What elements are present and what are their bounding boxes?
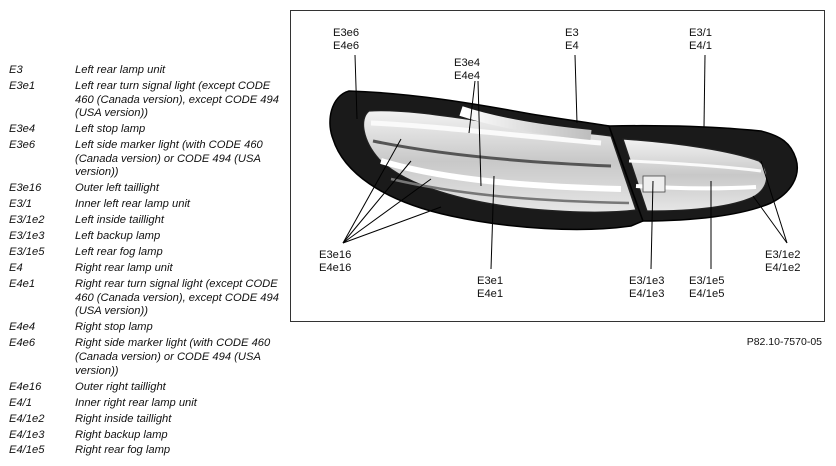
legend-row: E4/1e3 Right backup lamp [9,429,279,443]
legend-row: E3e1 Left rear turn signal light (except … [9,80,279,121]
legend-code: E3e1 [9,79,36,92]
legend-row: E4e1 Right rear turn signal light (except… [9,278,279,319]
legend-row: E3/1e3 Left backup lamp [9,230,279,244]
legend-code: E4e16 [9,380,42,393]
legend-description: Left rear lamp unit [75,64,166,76]
legend-row: E3e4 Left stop lamp [9,123,279,137]
legend-row: E4/1e2 Right inside taillight [9,413,279,427]
legend-description: Right inside taillight [75,412,172,425]
legend-description: Right rear turn signal light (except COD… [75,278,279,318]
legend-description: Right backup lamp [75,428,168,441]
legend-code: E4e4 [9,321,36,334]
callout-fog-lamp: E3/1e5 E4/1e5 [689,275,725,300]
legend-description: Outer left taillight [75,182,159,195]
legend-code: E3/1 [9,198,33,211]
legend-description: Left side marker light (with CODE 460 (C… [75,139,263,179]
legend-code: E3 [9,64,23,76]
legend-description: Inner left rear lamp unit [75,198,191,211]
legend-description: Left rear turn signal light (except CODE… [75,79,279,120]
callout-turn-signal: E3e1 E4e1 [477,275,504,300]
legend-description: Left stop lamp [75,123,146,136]
legend-description: Right rear lamp unit [75,262,173,275]
callout-outer-taillight: E3e16 E4e16 [319,249,352,274]
legend-row: E3/1e2 Left inside taillight [9,214,279,228]
legend-row: E4e6 Right side marker light (with CODE 4… [9,337,279,378]
figure-reference: P82.10-7570-05 [746,336,822,348]
legend-code: E3/1e5 [9,246,45,259]
legend-row: E4/1e5 Right rear fog lamp [9,444,279,458]
tail-lamp-diagram: E3e6 E4e6 E3e4 E4e4 E3 E4 E3/1 E4/1 E3e1… [290,10,825,322]
callout-side-marker: E3e6 E4e6 [333,27,360,52]
callout-backup-lamp: E3/1e3 E4/1e3 [629,275,665,300]
legend-row: E4e16 Outer right taillight [9,381,279,395]
legend-row: E3/1 Inner left rear lamp unit [9,198,279,212]
legend-code: E4e1 [9,278,36,291]
legend-row: E4/1 Inner right rear lamp unit [9,397,279,411]
legend-row: E3e6 Left side marker light (with CODE 46… [9,139,279,180]
legend-code: E3/1e3 [9,230,45,243]
legend-code: E4/1 [9,396,33,409]
legend-description: Inner right rear lamp unit [75,396,197,409]
legend-description: Right stop lamp [75,321,153,334]
legend-code: E4e6 [9,337,36,350]
legend-row: E3e16 Outer left taillight [9,182,279,196]
legend-description: Left inside taillight [75,214,164,227]
legend-code: E4/1e2 [9,412,45,425]
callout-inside-taillight: E3/1e2 E4/1e2 [765,249,801,274]
legend-code: E3e6 [9,139,36,152]
legend-row: E4e4 Right stop lamp [9,321,279,335]
legend-code: E4/1e5 [9,444,45,457]
legend-code: E4 [9,262,23,275]
legend-row: E4 Right rear lamp unit [9,262,279,276]
tail-lamp-illustration [329,54,798,270]
callout-stop-lamp: E3e4 E4e4 [454,57,481,82]
legend-code: E4/1e3 [9,428,45,441]
leader-lines [342,54,788,270]
legend-description: Right side marker light (with CODE 460 (… [75,337,271,377]
legend-code: E3e16 [9,182,42,195]
legend-description: Right rear fog lamp [75,444,171,457]
legend-description: Left backup lamp [75,230,161,243]
callout-inner-lamp-unit: E3/1 E4/1 [689,27,713,52]
callout-rear-lamp-unit: E3 E4 [565,27,579,52]
legend-code: E3e4 [9,123,36,136]
legend-code: E3/1e2 [9,214,45,227]
legend-description: Outer right taillight [75,380,166,393]
legend-row: E3/1e5 Left rear fog lamp [9,246,279,260]
legend-row: E3 Left rear lamp unit [9,64,279,78]
legend-description: Left rear fog lamp [75,246,163,259]
